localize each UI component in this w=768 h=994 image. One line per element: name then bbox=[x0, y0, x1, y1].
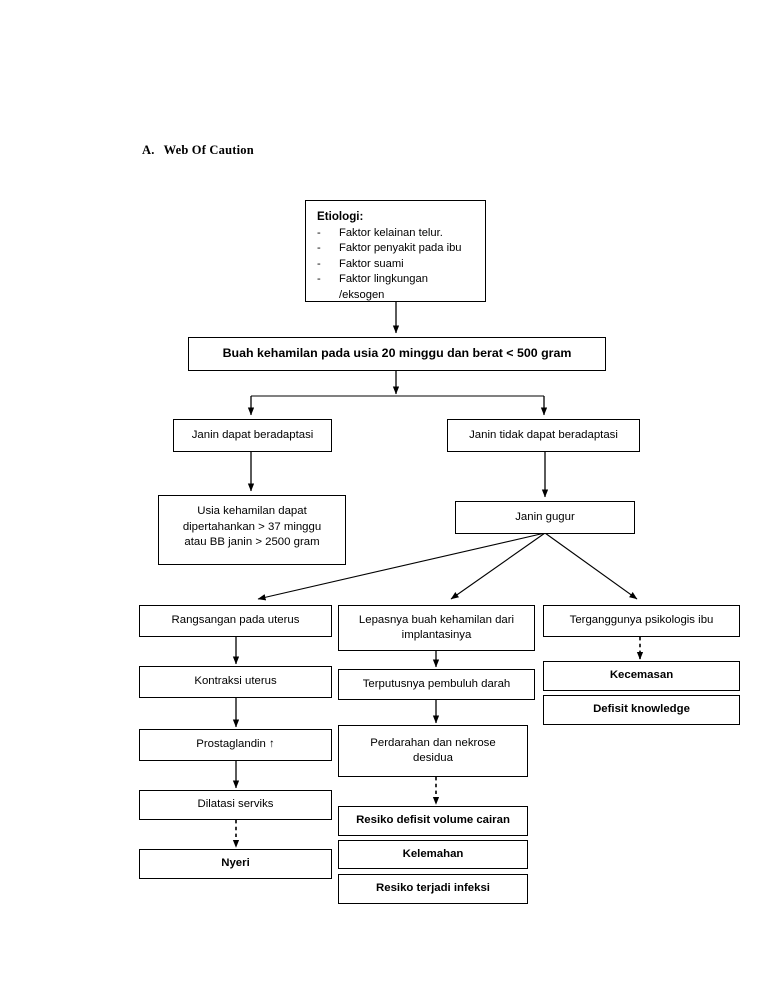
node-kelemahan: Kelemahan bbox=[338, 840, 528, 869]
etiologi-title: Etiologi: bbox=[317, 210, 364, 223]
node-text: Kontraksi uterus bbox=[194, 675, 277, 688]
node-lepasnya-buah-kehamilan: Lepasnya buah kehamilan dari implantasin… bbox=[338, 605, 535, 651]
node-text-line: atau BB janin > 2500 gram bbox=[184, 536, 320, 548]
node-text: Resiko defisit volume cairan bbox=[356, 814, 510, 827]
node-defisit-knowledge: Defisit knowledge bbox=[543, 695, 740, 725]
node-text: Janin gugur bbox=[515, 510, 575, 523]
node-rangsangan-pada-uterus: Rangsangan pada uterus bbox=[139, 605, 332, 637]
etiologi-item-text: Faktor penyakit pada ibu bbox=[339, 242, 462, 255]
node-resiko-defisit-volume-cairan: Resiko defisit volume cairan bbox=[338, 806, 528, 836]
node-text: Nyeri bbox=[221, 857, 250, 870]
node-text-line: Usia kehamilan dapat bbox=[197, 505, 307, 517]
node-text: Janin tidak dapat beradaptasi bbox=[469, 428, 618, 441]
node-text-block: Usia kehamilan dapat dipertahankan > 37 … bbox=[164, 504, 340, 551]
node-text: Kelemahan bbox=[402, 847, 464, 860]
etiologi-item-text: Faktor lingkungan bbox=[339, 273, 428, 286]
etiologi-item-text: Faktor kelainan telur. bbox=[339, 226, 443, 239]
node-text: Terganggunya psikologis ibu bbox=[569, 614, 714, 627]
node-text: Terputusnya pembuluh darah bbox=[362, 677, 511, 690]
etiologi-item-continuation: /eksogen bbox=[339, 288, 385, 301]
node-text-block: Perdarahan dan nekrose desidua bbox=[344, 736, 522, 767]
bullet-dash-icon: - bbox=[317, 257, 321, 270]
etiologi-box: Etiologi: - Faktor kelainan telur. - Fak… bbox=[305, 200, 486, 302]
page-title-label: A. bbox=[142, 143, 155, 157]
node-text-line: implantasinya bbox=[401, 629, 472, 641]
etiologi-item: - Faktor kelainan telur. bbox=[317, 226, 476, 242]
node-text: Janin dapat beradaptasi bbox=[191, 428, 314, 441]
node-text-line: Lepasnya buah kehamilan dari bbox=[358, 613, 515, 626]
node-janin-dapat-beradaptasi: Janin dapat beradaptasi bbox=[173, 419, 332, 452]
page-title: A. Web Of Caution bbox=[142, 143, 254, 158]
etiologi-item-text: Faktor suami bbox=[339, 257, 404, 270]
node-text: Defisit knowledge bbox=[593, 703, 690, 716]
node-banner: Buah kehamilan pada usia 20 minggu dan b… bbox=[188, 337, 606, 371]
etiologi-item: - Faktor lingkungan bbox=[317, 272, 476, 288]
node-janin-tidak-dapat-beradaptasi: Janin tidak dapat beradaptasi bbox=[447, 419, 640, 452]
node-text-block: Lepasnya buah kehamilan dari implantasin… bbox=[344, 613, 529, 644]
node-kontraksi-uterus: Kontraksi uterus bbox=[139, 666, 332, 698]
etiologi-item: - Faktor suami bbox=[317, 257, 476, 273]
node-resiko-terjadi-infeksi: Resiko terjadi infeksi bbox=[338, 874, 528, 904]
connector-gugur-lepasnya bbox=[450, 532, 546, 600]
node-prostaglandin: Prostaglandin ↑ bbox=[139, 729, 332, 761]
bullet-dash-icon: - bbox=[317, 242, 321, 255]
etiologi-item: - Faktor penyakit pada ibu bbox=[317, 241, 476, 257]
connector-gugur-psikologis bbox=[544, 532, 638, 600]
node-text: Kecemasan bbox=[609, 669, 674, 682]
node-text: Dilatasi serviks bbox=[197, 798, 274, 811]
node-nyeri: Nyeri bbox=[139, 849, 332, 879]
node-usia-kehamilan: Usia kehamilan dapat dipertahankan > 37 … bbox=[158, 495, 346, 565]
node-banner-text: Buah kehamilan pada usia 20 minggu dan b… bbox=[222, 346, 572, 361]
node-perdarahan-nekrose-desidua: Perdarahan dan nekrose desidua bbox=[338, 725, 528, 777]
node-text-line: dipertahankan > 37 minggu bbox=[182, 520, 322, 533]
node-dilatasi-serviks: Dilatasi serviks bbox=[139, 790, 332, 820]
node-text: Prostaglandin ↑ bbox=[196, 738, 275, 751]
page-title-text: Web Of Caution bbox=[163, 143, 254, 157]
bullet-dash-icon: - bbox=[317, 273, 321, 286]
bullet-dash-icon: - bbox=[317, 226, 321, 239]
node-janin-gugur: Janin gugur bbox=[455, 501, 635, 534]
node-text: Resiko terjadi infeksi bbox=[376, 882, 490, 895]
node-kecemasan: Kecemasan bbox=[543, 661, 740, 691]
node-text: Rangsangan pada uterus bbox=[171, 614, 300, 627]
node-text-line: desidua bbox=[413, 752, 453, 764]
node-terganggunya-psikologis-ibu: Terganggunya psikologis ibu bbox=[543, 605, 740, 637]
node-text-line: Perdarahan dan nekrose bbox=[370, 736, 496, 749]
node-terputusnya-pembuluh-darah: Terputusnya pembuluh darah bbox=[338, 669, 535, 700]
